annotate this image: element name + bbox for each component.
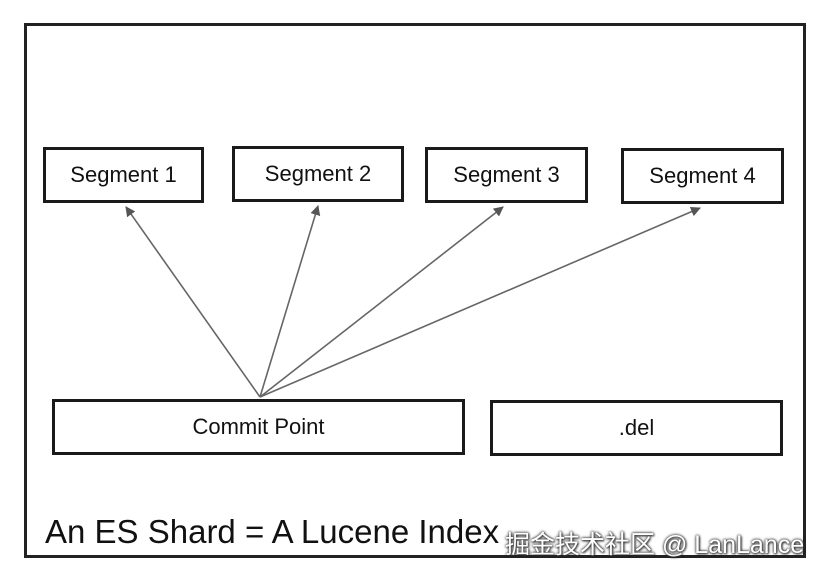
watermark: 掘金技术社区 @ LanLance: [505, 531, 805, 559]
segment-3-label: Segment 3: [453, 162, 560, 187]
segment-1-label: Segment 1: [70, 162, 177, 187]
diagram-caption: An ES Shard = A Lucene Index: [45, 513, 500, 550]
segment-1-box: Segment 1: [43, 147, 204, 203]
del-file-label: .del: [618, 415, 655, 440]
segment-3-box: Segment 3: [425, 147, 588, 203]
arrow-to-segment-1: [125, 206, 261, 398]
del-file-box: .del: [490, 400, 783, 456]
segment-2-label: Segment 2: [264, 161, 372, 186]
segment-4-box: Segment 4: [621, 148, 784, 204]
segment-4-label: Segment 4: [649, 163, 756, 188]
commit-point-box: Commit Point: [52, 399, 465, 455]
commit-point-label: Commit Point: [192, 414, 325, 439]
shard-frame: [24, 23, 806, 558]
arrow-to-segment-2: [259, 205, 321, 398]
segment-2-box: Segment 2: [232, 146, 404, 202]
arrow-to-segment-3: [259, 206, 504, 398]
arrow-to-segment-4: [259, 206, 701, 398]
